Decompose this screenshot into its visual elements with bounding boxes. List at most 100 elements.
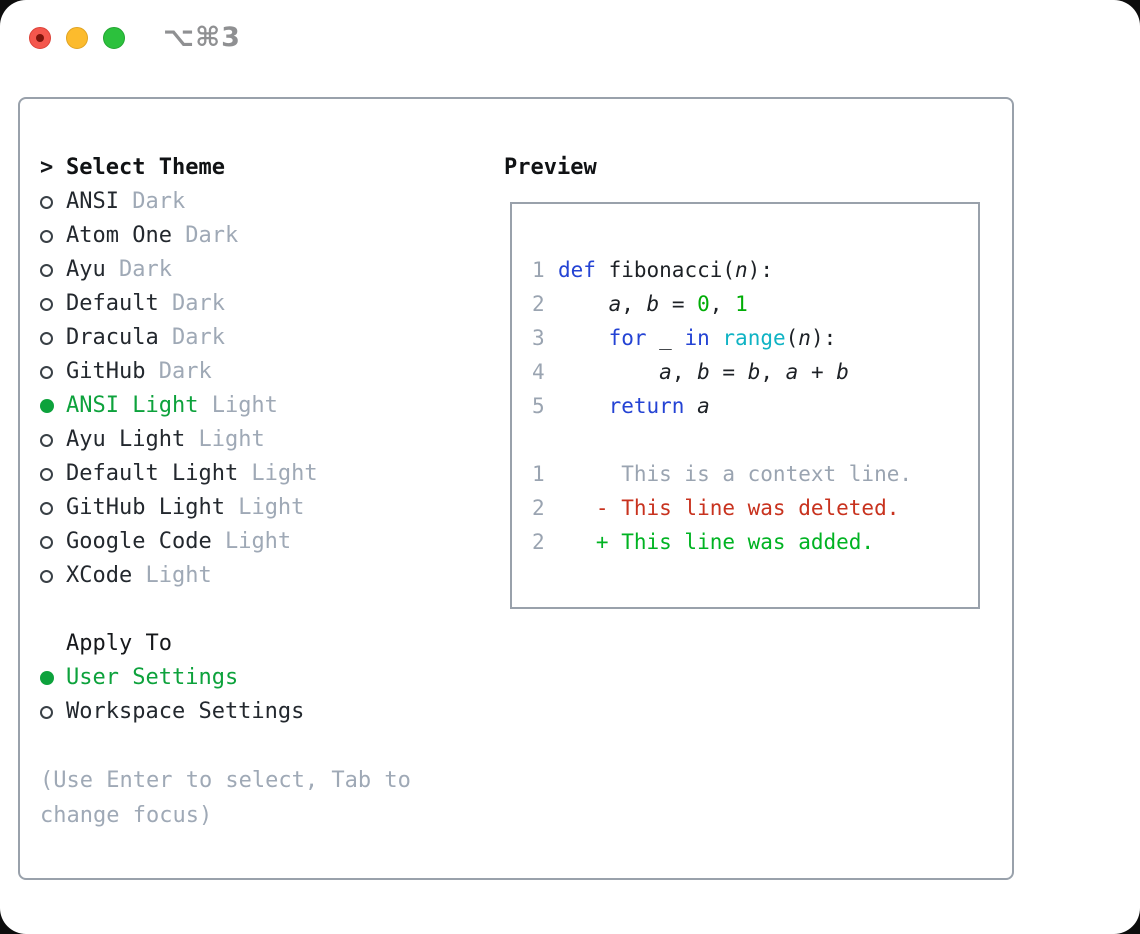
apply-option-user-settings[interactable]: User Settings (40, 661, 450, 695)
minimize-button[interactable] (66, 27, 88, 49)
theme-name: Google Code (66, 529, 212, 554)
theme-name: ANSI Light (66, 393, 199, 418)
theme-option-default[interactable]: Default Dark (40, 287, 450, 321)
theme-option-default-light[interactable]: Default Light Light (40, 457, 450, 491)
marker-col (40, 535, 66, 549)
line-number: 1 (532, 462, 545, 486)
code-token: , (671, 360, 698, 384)
radio-unselected-icon (40, 195, 53, 209)
theme-variant: Dark (145, 359, 212, 384)
theme-variant: Light (198, 393, 278, 418)
marker-col (40, 365, 66, 379)
line-number: 1 (532, 258, 545, 282)
marker-col (40, 399, 66, 413)
theme-option-atom-one[interactable]: Atom One Dark (40, 219, 450, 253)
code-token: b (697, 360, 710, 384)
code-token (558, 321, 609, 355)
code-token (558, 355, 659, 389)
radio-unselected-icon (40, 501, 53, 515)
theme-name: Atom One (66, 223, 172, 248)
theme-option-ayu[interactable]: Ayu Dark (40, 253, 450, 287)
code-token: fibonacci( (595, 258, 736, 282)
theme-option-github[interactable]: GitHub Dark (40, 355, 450, 389)
theme-variant: Light (185, 427, 265, 452)
theme-option-github-light[interactable]: GitHub Light Light (40, 491, 450, 525)
theme-variant: Dark (105, 257, 172, 282)
code-token: a (697, 394, 710, 418)
code-token (710, 321, 723, 355)
code-token: , (760, 360, 786, 384)
code-token: ): (747, 258, 773, 282)
marker-col (40, 569, 66, 583)
line-number: 2 (532, 530, 545, 554)
line-number: 2 (532, 292, 545, 316)
radio-unselected-icon (40, 263, 53, 277)
code-token: n (798, 326, 811, 350)
code-token: = (709, 360, 748, 384)
marker-col (40, 297, 66, 311)
code-token: , (621, 292, 647, 316)
diff-line-deleted: 2 - This line was deleted. (532, 491, 978, 525)
line-number: 5 (532, 394, 545, 418)
apply-option-workspace-settings[interactable]: Workspace Settings (40, 695, 450, 729)
code-token (684, 389, 697, 423)
theme-name: Dracula (66, 325, 159, 350)
close-button[interactable] (29, 27, 51, 49)
theme-option-ansi-light[interactable]: ANSI Light Light (40, 389, 450, 423)
code-token: ): (810, 326, 837, 350)
code-token: for (608, 326, 647, 350)
theme-option-ansi[interactable]: ANSI Dark (40, 185, 450, 219)
marker-col (40, 331, 66, 345)
radio-unselected-icon (40, 433, 53, 447)
theme-option-xcode[interactable]: XCode Light (40, 559, 450, 593)
radio-unselected-icon (40, 535, 53, 549)
marker-col (40, 229, 66, 243)
theme-name: XCode (66, 563, 133, 588)
theme-name: GitHub Light (66, 495, 225, 520)
code-token: ( (785, 326, 799, 350)
prompt-arrow-icon: > (40, 155, 54, 180)
code-token: n (735, 258, 748, 282)
apply-option-label: Workspace Settings (66, 699, 305, 724)
theme-name: Ayu (66, 257, 106, 282)
theme-variant: Light (224, 495, 305, 520)
marker-col (40, 433, 66, 447)
diff-text: This is a context line. (558, 462, 913, 486)
apply-option-label: User Settings (66, 665, 239, 690)
code-token: in (684, 326, 710, 350)
marker-col (40, 467, 66, 481)
theme-option-dracula[interactable]: Dracula Dark (40, 321, 450, 355)
theme-variant: Light (238, 461, 318, 486)
code-token: 0 (697, 292, 710, 316)
unsaved-dot-icon (36, 34, 44, 42)
code-token (558, 389, 609, 423)
diff-line-added: 2 + This line was added. (532, 525, 978, 559)
marker-col (40, 195, 66, 209)
marker-col: > (40, 151, 66, 185)
code-token: + (798, 360, 837, 384)
code-line: 5 return a (532, 389, 978, 423)
theme-variant: Dark (118, 189, 186, 214)
zoom-button[interactable] (103, 27, 125, 49)
code-token: range (722, 326, 786, 350)
code-token: = (659, 292, 698, 316)
diff-text: + This line was added. (558, 530, 875, 554)
code-token: b (836, 360, 849, 384)
radio-unselected-icon (40, 331, 53, 345)
code-token (558, 287, 609, 321)
code-token: return (608, 394, 685, 418)
picker-header-row: > Select Theme (40, 151, 450, 185)
code-token: b (646, 292, 660, 316)
marker-col (40, 501, 66, 515)
titlebar: ⌥⌘3 (0, 0, 1140, 76)
code-line: 4 a, b = b, a + b (532, 355, 978, 389)
theme-option-google-code[interactable]: Google Code Light (40, 525, 450, 559)
line-number: 3 (532, 326, 545, 350)
radio-selected-icon (40, 399, 54, 413)
theme-option-ayu-light[interactable]: Ayu Light Light (40, 423, 450, 457)
